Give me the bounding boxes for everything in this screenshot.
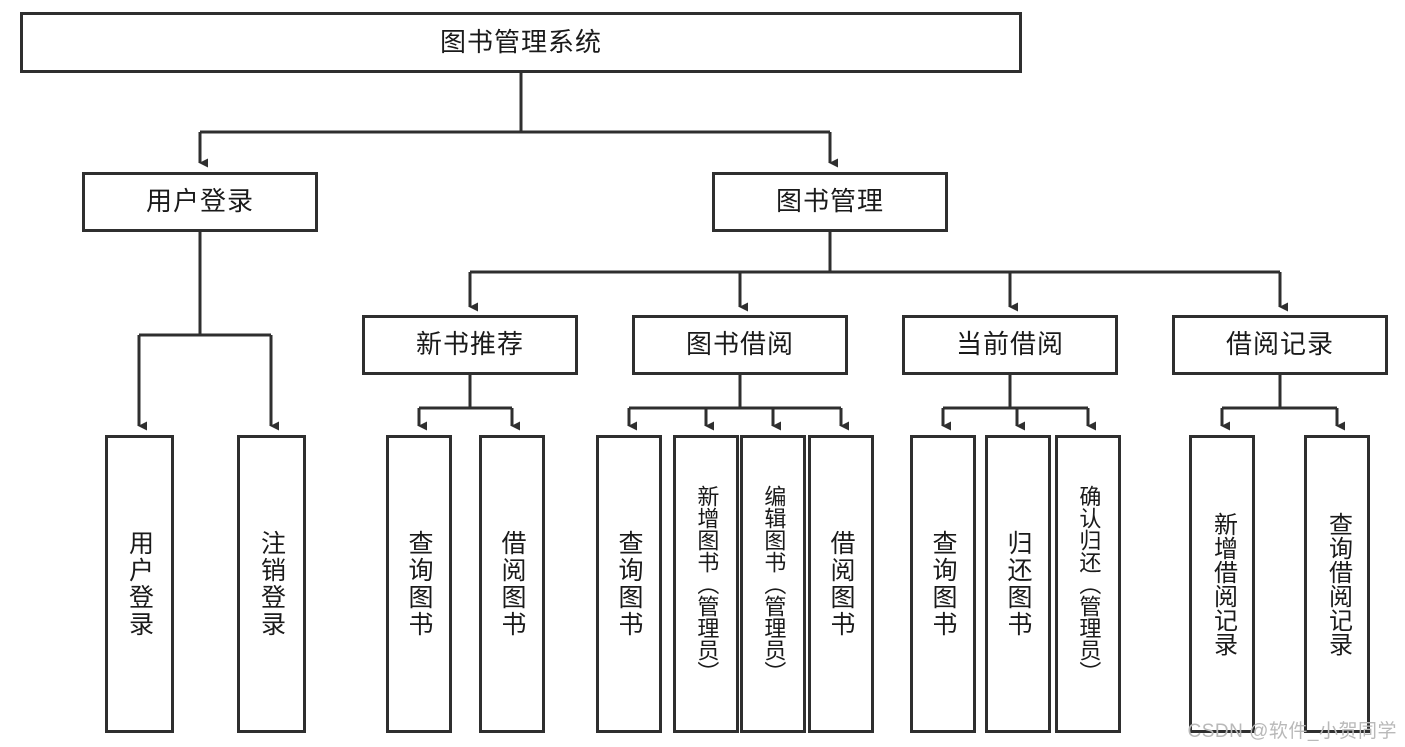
node-label: 新增图书（管理员） [694, 485, 720, 683]
node-leaf-add-book-admin[interactable]: 新增图书（管理员） [673, 435, 739, 733]
node-new-book-recommend[interactable]: 新书推荐 [362, 315, 578, 375]
node-label: 用户登录 [145, 186, 254, 217]
node-label: 编辑图书（管理员） [761, 485, 787, 683]
node-label: 当前借阅 [955, 329, 1064, 360]
node-leaf-user-login[interactable]: 用户登录 [105, 435, 174, 733]
node-label: 注销登录 [257, 530, 286, 638]
node-leaf-borrow-book-recommend[interactable]: 借阅图书 [479, 435, 545, 733]
node-label: 归还图书 [1004, 530, 1032, 638]
csdn-watermark: CSDN @软件_小贺同学 [1187, 721, 1397, 742]
node-leaf-query-book-recommend[interactable]: 查询图书 [386, 435, 452, 733]
node-book-borrow[interactable]: 图书借阅 [632, 315, 848, 375]
node-label: 查询图书 [405, 530, 433, 638]
node-label: 借阅图书 [827, 530, 855, 638]
node-label: 借阅图书 [498, 530, 526, 638]
node-label: 查询借阅记录 [1324, 512, 1352, 656]
node-leaf-borrow-book[interactable]: 借阅图书 [808, 435, 874, 733]
node-borrow-record[interactable]: 借阅记录 [1172, 315, 1388, 375]
node-leaf-confirm-return-admin[interactable]: 确认归还（管理员） [1055, 435, 1121, 733]
node-label: 图书借阅 [685, 329, 794, 360]
node-label: 新书推荐 [415, 329, 524, 360]
node-label: 查询图书 [929, 530, 957, 638]
node-leaf-query-borrow-record[interactable]: 查询借阅记录 [1304, 435, 1370, 733]
node-user-login[interactable]: 用户登录 [82, 172, 318, 232]
node-current-borrow[interactable]: 当前借阅 [902, 315, 1118, 375]
node-label: 借阅记录 [1225, 329, 1334, 360]
node-label: 新增借阅记录 [1209, 512, 1237, 656]
node-leaf-add-borrow-record[interactable]: 新增借阅记录 [1189, 435, 1255, 733]
node-leaf-edit-book-admin[interactable]: 编辑图书（管理员） [740, 435, 806, 733]
node-label: 确认归还（管理员） [1076, 485, 1102, 683]
node-leaf-query-book-borrow[interactable]: 查询图书 [596, 435, 662, 733]
node-book-management[interactable]: 图书管理 [712, 172, 948, 232]
node-label: 用户登录 [125, 530, 154, 638]
node-leaf-logout[interactable]: 注销登录 [237, 435, 306, 733]
node-label: 查询图书 [615, 530, 643, 638]
node-label: 图书管理系统 [439, 26, 602, 57]
node-leaf-return-book[interactable]: 归还图书 [985, 435, 1051, 733]
node-leaf-query-book-current[interactable]: 查询图书 [910, 435, 976, 733]
node-root-book-management-system[interactable]: 图书管理系统 [20, 12, 1022, 73]
node-label: 图书管理 [775, 186, 884, 217]
